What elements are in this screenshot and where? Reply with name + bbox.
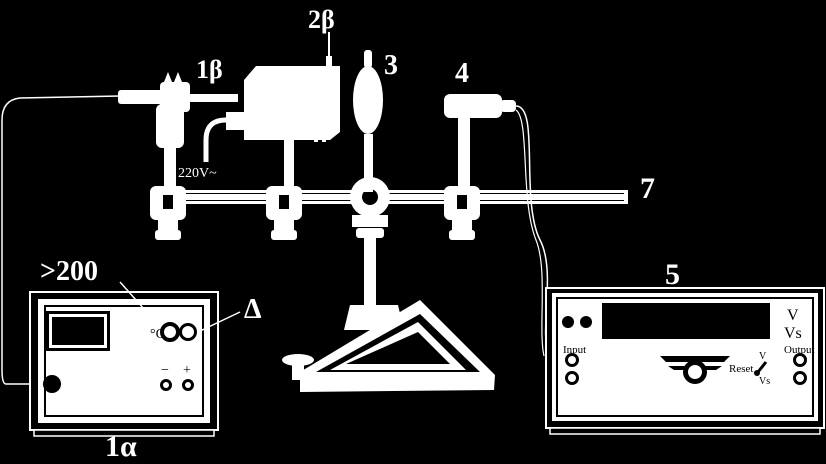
rail-cross-clamp	[350, 177, 390, 238]
meter-unit-v: V	[787, 307, 799, 324]
heater-power-supply: °C − +	[29, 291, 219, 437]
temp-setting-leader	[119, 281, 161, 327]
rail-clamp	[150, 186, 186, 240]
meter-reset-label: Reset	[729, 363, 753, 375]
delta-leader	[197, 311, 241, 333]
meter-button[interactable]	[562, 316, 574, 328]
meter-knob[interactable]	[660, 356, 730, 384]
supply-plus-label: +	[183, 363, 191, 378]
supply-power-knob[interactable]	[43, 375, 61, 393]
meter-mode-switch[interactable]	[756, 361, 768, 373]
supply-minus-label: −	[161, 363, 169, 378]
support-stand	[282, 235, 495, 392]
meter-input-label: Input	[563, 344, 586, 356]
radiation-sensor	[444, 94, 516, 190]
mains-voltage-label: 220V~	[178, 166, 217, 181]
label-temp-setting: >200	[40, 256, 98, 287]
label-3: 3	[384, 50, 398, 81]
measuring-instrument: Input Output Reset V Vs V Vs	[545, 287, 825, 435]
meter-output-label: Output	[784, 344, 815, 356]
label-4: 4	[455, 58, 469, 89]
rail-clamp	[444, 186, 480, 240]
meter-display	[602, 303, 770, 339]
sensor-cable-2	[515, 109, 545, 357]
mains-cable	[203, 117, 227, 162]
label-5: 5	[665, 258, 680, 291]
supply-unit-label: °C	[150, 327, 165, 342]
optical-rail	[162, 190, 628, 204]
label-1-alpha: 1α	[105, 430, 137, 463]
lamp-housing	[226, 56, 340, 192]
meter-switch-vs-label: Vs	[759, 376, 770, 387]
meter-button[interactable]	[580, 316, 592, 328]
rail-clamp	[266, 186, 302, 240]
heater-cable	[1, 95, 121, 385]
label-1-beta: 1β	[196, 55, 223, 84]
label-7: 7	[640, 172, 655, 205]
label-2-beta: 2β	[308, 5, 335, 34]
lens	[353, 50, 383, 192]
heater-element	[118, 72, 238, 192]
meter-switch-v-label: V	[759, 351, 767, 362]
meter-unit-vs: Vs	[784, 325, 802, 342]
label-delta: Δ	[244, 294, 262, 325]
